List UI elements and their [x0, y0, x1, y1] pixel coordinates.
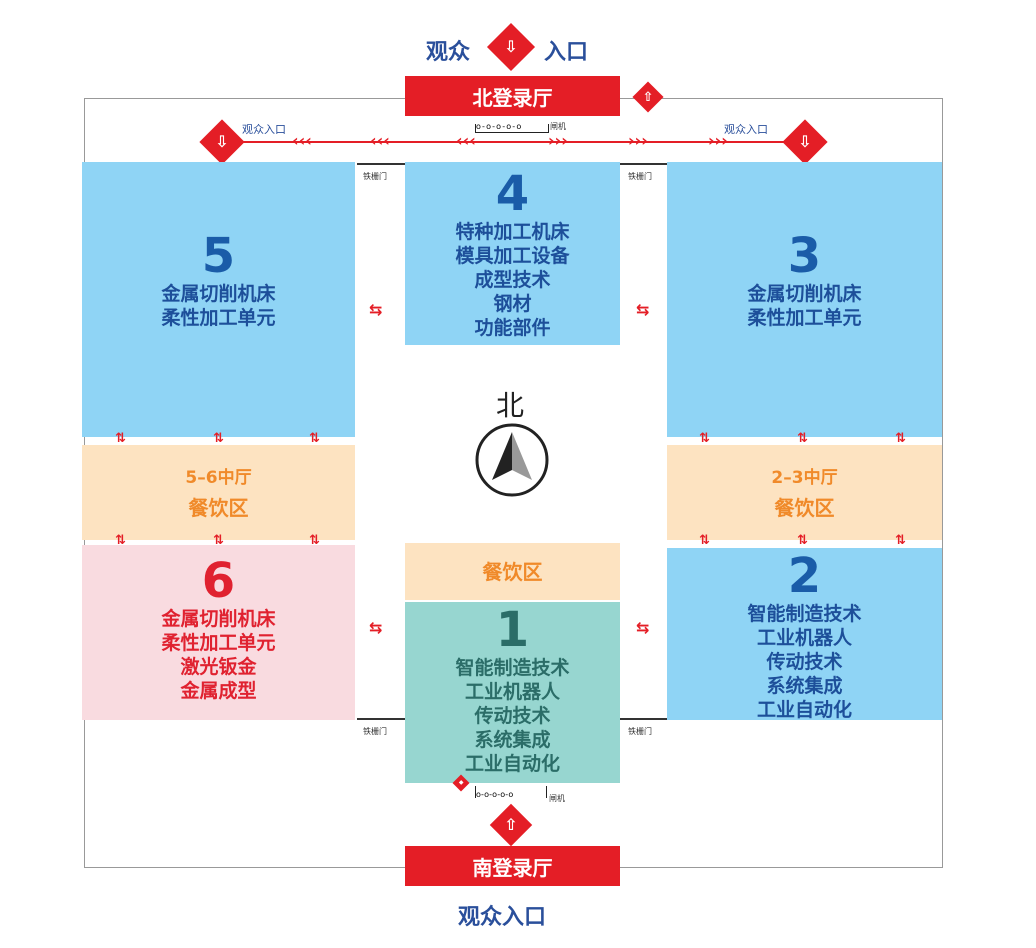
north-walkway-line: [225, 141, 803, 143]
vertical-passage-icon: ⇅: [895, 533, 906, 548]
vertical-passage-icon: ⇅: [699, 431, 710, 446]
hall-category: 成型技术: [474, 269, 551, 291]
horizontal-passage-icon: ⇆: [369, 618, 383, 637]
walkway-arrows-right: ›››: [628, 131, 648, 150]
north-turnstile-label: 闸机: [550, 122, 566, 131]
hall-category: 智能制造技术: [455, 657, 570, 679]
hall-number: 2: [787, 548, 822, 604]
gate-label: 铁栅门: [363, 727, 387, 736]
hall-category: 系统集成: [474, 729, 551, 751]
hall-category: 柔性加工单元: [161, 632, 276, 654]
side-entry-label-left: 观众入口: [242, 123, 286, 136]
hall-5[interactable]: 5 金属切削机床 柔性加工单元: [82, 162, 355, 437]
horizontal-passage-icon: ⇆: [636, 300, 650, 319]
hall-category: 金属成型: [180, 680, 257, 702]
hall-number: 5: [201, 228, 236, 284]
gate-line: [357, 163, 405, 165]
hall-category: 餐饮区: [774, 496, 835, 520]
gate-line: [620, 718, 667, 720]
hall-category: 特种加工机床: [455, 221, 570, 243]
hall-category: 钢材: [493, 293, 532, 315]
hall-category: 模具加工设备: [455, 245, 570, 267]
hall-category: 传动技术: [474, 705, 551, 727]
hall-category: 传动技术: [766, 651, 843, 673]
vertical-passage-icon: ⇅: [797, 533, 808, 548]
gate-line: [357, 718, 405, 720]
north-entry-label-left: 观众: [426, 40, 471, 65]
hall-category: 工业机器人: [756, 627, 852, 649]
compass-icon: [475, 423, 549, 497]
hall-category: 工业自动化: [464, 753, 560, 775]
hall-name: 5–6中厅: [185, 468, 252, 488]
hall-category: 柔性加工单元: [161, 307, 276, 329]
hall-number: 3: [787, 228, 822, 284]
hall-2[interactable]: 2 智能制造技术 工业机器人 传动技术 系统集成 工业自动化: [667, 548, 942, 721]
vertical-passage-icon: ⇅: [115, 533, 126, 548]
gate-label: 铁栅门: [628, 727, 652, 736]
hall-category: 餐饮区: [482, 559, 543, 584]
walkway-arrows-left: ‹‹‹: [292, 131, 312, 150]
hall-category: 餐饮区: [188, 496, 249, 520]
hall-1[interactable]: 1 智能制造技术 工业机器人 传动技术 系统集成 工业自动化: [405, 602, 620, 783]
hall-6[interactable]: 6 金属切削机床 柔性加工单元 激光钣金 金属成型: [82, 545, 355, 720]
gate-label: 铁栅门: [363, 172, 387, 181]
vertical-passage-icon: ⇅: [309, 533, 320, 548]
vertical-passage-icon: ⇅: [895, 431, 906, 446]
hall-3[interactable]: 3 金属切削机床 柔性加工单元: [667, 162, 942, 437]
vertical-passage-icon: ⇅: [115, 431, 126, 446]
side-entry-label-right: 观众入口: [724, 123, 768, 136]
hall-category: 工业机器人: [464, 681, 560, 703]
north-entry-label-right: 入口: [544, 40, 589, 65]
hall-2-3-middle[interactable]: 2–3中厅 餐饮区: [667, 445, 942, 540]
hall-category: 工业自动化: [756, 699, 852, 721]
south-lobby[interactable]: 南登录厅: [405, 846, 620, 886]
hall-category: 金属切削机床: [747, 283, 862, 305]
dining-area[interactable]: 餐饮区: [405, 543, 620, 600]
hall-category: 功能部件: [474, 317, 551, 339]
walkway-arrows-right: ›››: [548, 131, 568, 150]
walkway-arrows-left: ‹‹‹: [370, 131, 390, 150]
gate-label: 铁栅门: [628, 172, 652, 181]
north-lobby[interactable]: 北登录厅: [405, 76, 620, 116]
hall-name: 2–3中厅: [771, 468, 838, 488]
horizontal-passage-icon: ⇆: [369, 300, 383, 319]
horizontal-passage-icon: ⇆: [636, 618, 650, 637]
vertical-passage-icon: ⇅: [213, 533, 224, 548]
south-turnstile-label: 闸机: [549, 794, 565, 803]
hall-5-6-middle[interactable]: 5–6中厅 餐饮区: [82, 445, 355, 540]
vertical-passage-icon: ⇅: [699, 533, 710, 548]
gate-line: [620, 163, 667, 165]
hall-4[interactable]: 4 特种加工机床 模具加工设备 成型技术 钢材 功能部件: [405, 162, 620, 345]
hall-number: 1: [495, 602, 530, 658]
compass-label: 北: [496, 389, 525, 422]
walkway-arrows-right: ›››: [708, 131, 728, 150]
vertical-passage-icon: ⇅: [309, 431, 320, 446]
north-turnstile: o-o-o-o-o: [475, 123, 549, 133]
entry-arrow-down-icon: ⇩: [486, 22, 536, 72]
walkway-arrows-left: ‹‹‹: [456, 131, 476, 150]
hall-category: 柔性加工单元: [747, 307, 862, 329]
south-turnstile: o-o-o-o-o: [475, 786, 547, 799]
hall-category: 智能制造技术: [747, 603, 862, 625]
hall-number: 4: [495, 166, 530, 222]
hall-number: 6: [201, 553, 236, 609]
south-entry-label: 观众入口: [458, 905, 547, 930]
vertical-passage-icon: ⇅: [213, 431, 224, 446]
hall-category: 金属切削机床: [161, 283, 276, 305]
vertical-passage-icon: ⇅: [797, 431, 808, 446]
hall-category: 金属切削机床: [161, 608, 276, 630]
hall-category: 系统集成: [766, 675, 843, 697]
hall-category: 激光钣金: [180, 656, 257, 678]
